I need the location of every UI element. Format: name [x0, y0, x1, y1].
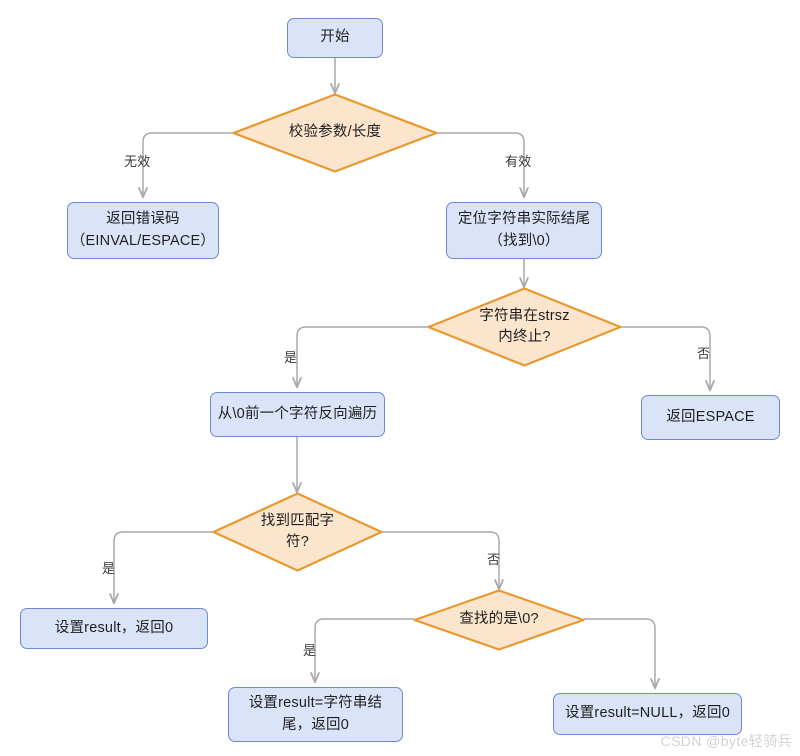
node-locate-string-end-label: 定位字符串实际结尾 （找到\0） — [457, 211, 591, 249]
node-found-matching-char[interactable]: 找到匹配字 符? — [212, 492, 383, 572]
node-start-label: 开始 — [320, 29, 350, 46]
node-is-searching-nul[interactable]: 查找的是\0? — [413, 589, 585, 651]
edge-label-valid: 有效 — [505, 154, 532, 169]
edge-label-strsz-no: 否 — [697, 346, 711, 361]
node-start[interactable]: 开始 — [287, 18, 383, 58]
node-set-result-string-end[interactable]: 设置result=字符串结 尾，返回0 — [228, 687, 403, 742]
edge-label-match-no: 否 — [487, 552, 501, 567]
node-reverse-scan[interactable]: 从\0前一个字符反向遍历 — [210, 392, 385, 437]
edge-withinstrsz-no — [620, 326, 715, 392]
diamond-shape — [413, 589, 585, 651]
diamond-shape — [232, 93, 438, 173]
node-locate-string-end[interactable]: 定位字符串实际结尾 （找到\0） — [446, 202, 602, 259]
edge-label-strsz-yes: 是 — [284, 350, 298, 365]
node-set-result-null[interactable]: 设置result=NULL，返回0 — [553, 693, 742, 735]
node-set-result-return-0[interactable]: 设置result，返回0 — [20, 608, 208, 649]
edge-label-nul-yes: 是 — [303, 643, 317, 658]
edge-withinstrsz-yes — [292, 326, 429, 389]
node-set-result-null-label: 设置result=NULL，返回0 — [565, 705, 730, 722]
node-return-espace-label: 返回ESPACE — [666, 408, 755, 425]
node-set-result-return-0-label: 设置result，返回0 — [54, 619, 174, 636]
node-reverse-scan-label: 从\0前一个字符反向遍历 — [217, 405, 378, 422]
node-set-result-string-end-label: 设置result=字符串结 尾，返回0 — [248, 695, 383, 733]
edge-isnul-yes — [310, 618, 415, 684]
node-validate-params-label: 校验参数/长度 — [288, 124, 382, 141]
node-terminates-within-strsz-label: 字符串在strsz 内终止? — [479, 307, 570, 345]
node-return-error-code-label: 返回错误码 （EINVAL/ESPACE） — [70, 211, 216, 249]
node-validate-params[interactable]: 校验参数/长度 — [232, 93, 438, 173]
edge-isnul-no — [583, 618, 660, 690]
csdn-watermark: CSDN @byte轻骑兵 — [660, 733, 792, 749]
edge-label-match-yes: 是 — [102, 561, 116, 576]
edge-validate-valid — [433, 132, 529, 199]
node-return-error-code[interactable]: 返回错误码 （EINVAL/ESPACE） — [67, 202, 219, 259]
edge-foundmatch-no — [381, 531, 504, 591]
node-is-searching-nul-label: 查找的是\0? — [459, 611, 539, 628]
edge-validate-invalid — [138, 132, 237, 199]
node-terminates-within-strsz[interactable]: 字符串在strsz 内终止? — [427, 287, 622, 367]
node-return-espace[interactable]: 返回ESPACE — [641, 395, 780, 440]
diamond-shape — [212, 492, 383, 572]
node-found-matching-char-label: 找到匹配字 符? — [260, 512, 335, 550]
edge-foundmatch-yes — [109, 531, 214, 605]
edge-label-invalid: 无效 — [124, 154, 151, 169]
diamond-shape — [427, 287, 622, 367]
